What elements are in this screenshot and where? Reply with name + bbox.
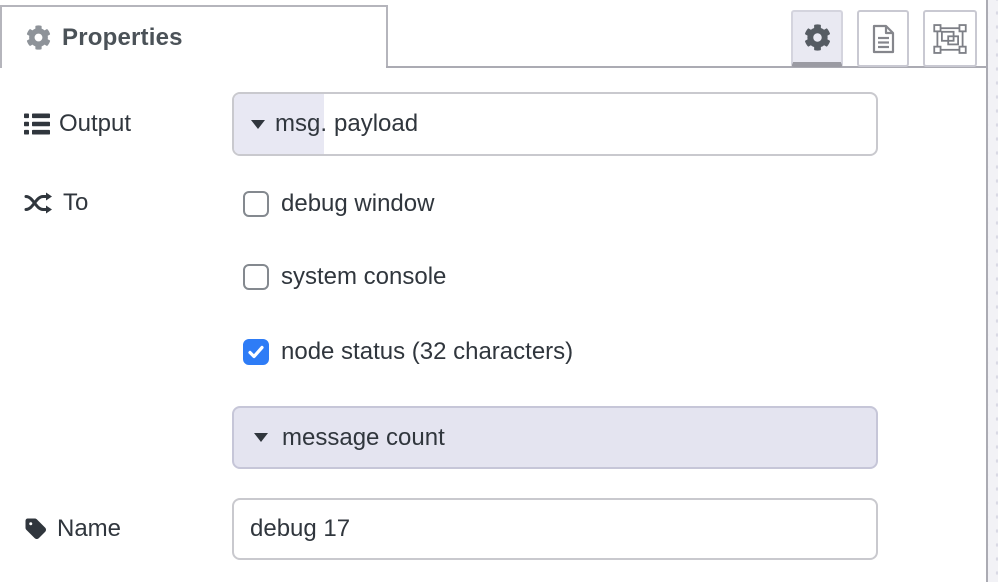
output-property-input[interactable] (324, 94, 876, 154)
checkmark-icon (248, 345, 264, 359)
output-field-label: Output (24, 108, 131, 140)
dialog-right-border (986, 0, 988, 582)
debug-window-checkbox-label: debug window (281, 190, 435, 217)
name-field-label: Name (24, 513, 121, 545)
system-console-checkbox-label: system console (281, 263, 447, 290)
chevron-down-icon (254, 433, 268, 442)
to-label-text: To (63, 189, 89, 216)
system-console-checkbox[interactable] (243, 264, 269, 290)
tag-icon (24, 517, 48, 541)
status-type-select[interactable]: message count (232, 406, 878, 469)
debug-window-checkbox-row[interactable]: debug window (243, 190, 434, 218)
chevron-down-icon (251, 119, 265, 129)
object-group-icon (933, 23, 967, 54)
system-console-checkbox-row[interactable]: system console (243, 263, 446, 291)
scrollbar-gutter[interactable] (988, 0, 998, 582)
output-label-text: Output (59, 110, 132, 137)
tab-properties[interactable]: Properties (0, 5, 388, 68)
tab-title: Properties (62, 23, 183, 51)
document-icon (872, 24, 895, 53)
debug-window-checkbox[interactable] (243, 191, 269, 217)
description-tab-button[interactable] (857, 10, 909, 67)
node-status-checkbox[interactable] (243, 339, 269, 365)
name-label-text: Name (57, 515, 122, 542)
shuffle-icon (24, 191, 54, 215)
list-icon (24, 112, 50, 136)
gear-icon (804, 23, 830, 51)
tabbar-divider (386, 66, 987, 68)
output-type-label: msg. (275, 110, 328, 137)
name-input[interactable] (232, 498, 878, 560)
node-status-checkbox-row[interactable]: node status (32 characters) (243, 338, 573, 366)
output-typed-input: msg. (232, 92, 878, 156)
status-type-value: message count (282, 423, 445, 451)
node-status-checkbox-label: node status (32 characters) (281, 338, 574, 365)
gear-icon (26, 25, 51, 50)
to-field-label: To (24, 187, 88, 219)
properties-tab-button[interactable] (791, 10, 843, 67)
output-type-select-button[interactable]: msg. (234, 94, 328, 154)
appearance-tab-button[interactable] (923, 10, 977, 67)
